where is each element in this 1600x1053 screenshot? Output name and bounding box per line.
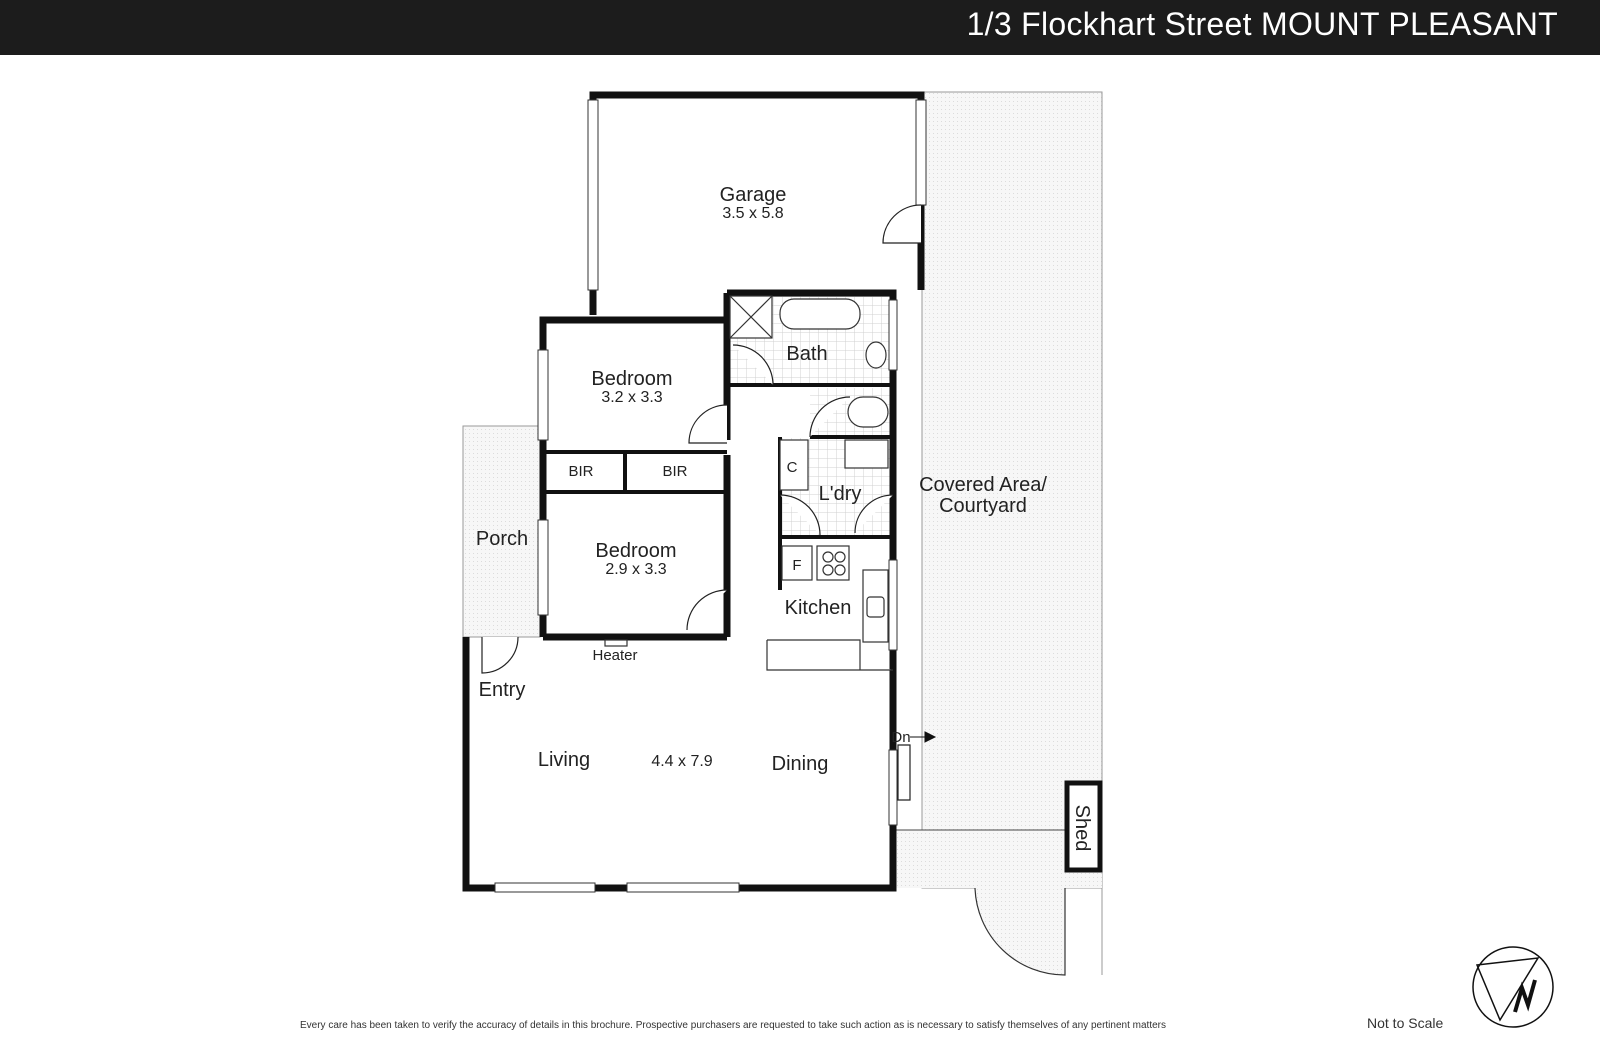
bedroom1-label: Bedroom <box>591 368 672 390</box>
laundry-label: L'dry <box>819 483 862 505</box>
property-address-title: 1/3 Flockhart Street MOUNT PLEASANT <box>966 6 1558 42</box>
bir2-label: BIR <box>662 463 687 480</box>
garage-size: 3.5 x 5.8 <box>722 205 783 222</box>
kitchen-label: Kitchen <box>785 597 852 619</box>
fridge-label: F <box>792 557 801 574</box>
courtyard-area <box>895 91 1103 976</box>
living-size: 4.4 x 7.9 <box>651 753 712 770</box>
entry-label: Entry <box>479 679 526 701</box>
cupboard-label: C <box>787 459 798 476</box>
disclaimer-text: Every care has been taken to verify the … <box>300 1020 1166 1031</box>
bir1-label: BIR <box>568 463 593 480</box>
header-bar: 1/3 Flockhart Street MOUNT PLEASANT <box>0 0 1600 55</box>
living-label: Living <box>538 749 590 771</box>
garage-label: Garage <box>720 184 787 206</box>
bath-label: Bath <box>786 343 827 365</box>
heater-label: Heater <box>592 647 637 664</box>
courtyard-label-line1: Covered Area/ <box>919 474 1047 496</box>
bedroom2-label: Bedroom <box>595 540 676 562</box>
courtyard-label-line2: Courtyard <box>939 495 1027 517</box>
fixtures <box>604 295 893 671</box>
porch-label: Porch <box>476 528 528 550</box>
doors <box>481 204 922 801</box>
north-arrow-icon <box>1472 946 1554 1028</box>
bedroom1-size: 3.2 x 3.3 <box>601 389 662 406</box>
steps-label: Dn <box>891 729 910 746</box>
scale-note: Not to Scale <box>1367 1015 1444 1031</box>
shed-label: Shed <box>1071 805 1093 852</box>
dining-label: Dining <box>772 753 829 775</box>
bedroom2-size: 2.9 x 3.3 <box>605 561 666 578</box>
porch-area <box>462 425 541 638</box>
steps-down-arrow-icon <box>910 731 937 743</box>
shed <box>1064 780 1103 873</box>
